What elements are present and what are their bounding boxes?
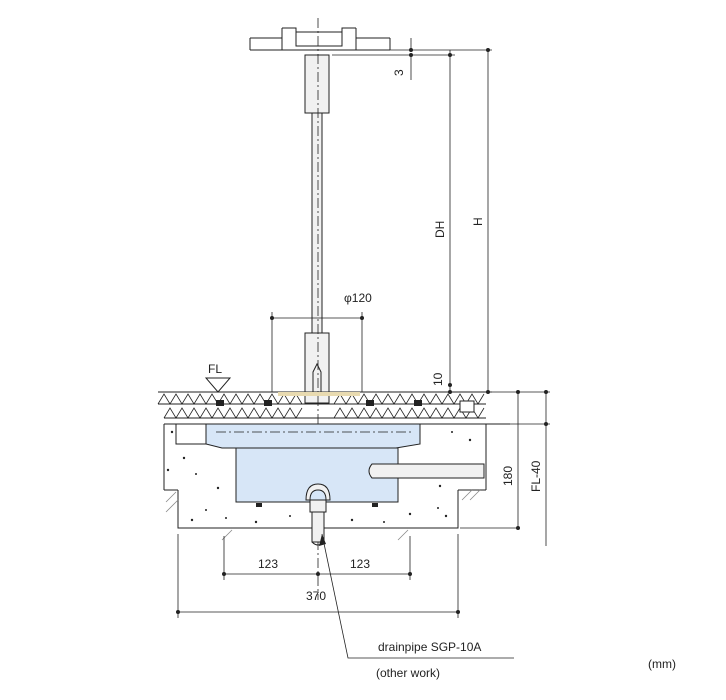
fl-label: FL [208,362,222,376]
ceiling-channel [249,27,391,51]
h-label: H [471,217,485,226]
unit-label: (mm) [648,657,676,671]
width-dimensions [176,534,460,618]
fl-minus-40-label: FL-40 [529,460,543,492]
left-123-label: 123 [258,557,278,571]
fl-marker [204,377,232,393]
dh-label: DH [433,221,447,238]
depth-180-label: 180 [501,466,515,486]
pad-height-label: 10 [431,372,445,386]
right-123-label: 123 [350,557,370,571]
drainpipe-label: drainpipe SGP-10A [378,640,481,654]
drainpipe-elbow [305,483,331,546]
gap-3-label: 3 [392,69,406,76]
total-370-label: 370 [306,589,326,603]
floor-grating [157,391,486,419]
diameter-dimension [270,312,364,392]
height-dimensions [332,48,492,394]
hanger-rod [304,54,330,404]
other-work-label: (other work) [376,666,440,680]
side-inlet-pipe [368,463,485,479]
diameter-label: φ120 [344,291,372,305]
drainpipe-callout [319,533,514,659]
